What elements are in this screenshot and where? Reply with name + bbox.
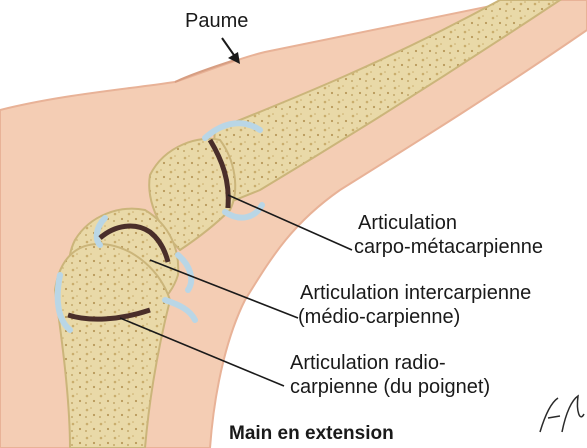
midcarpal-label-line1: Articulation intercarpienne xyxy=(300,282,531,304)
diagram-caption: Main en extension xyxy=(229,423,394,445)
artist-signature xyxy=(540,396,584,432)
midcarpal-label-line2: (médio-carpienne) xyxy=(298,306,460,328)
radiocarpal-label-line2: carpienne (du poignet) xyxy=(290,376,490,398)
radiocarpal-label-line1: Articulation radio- xyxy=(290,352,446,374)
palm-label: Paume xyxy=(185,10,248,32)
cmc-label-line2: carpo-métacarpienne xyxy=(354,236,543,258)
cmc-label-line1: Articulation xyxy=(358,212,457,234)
